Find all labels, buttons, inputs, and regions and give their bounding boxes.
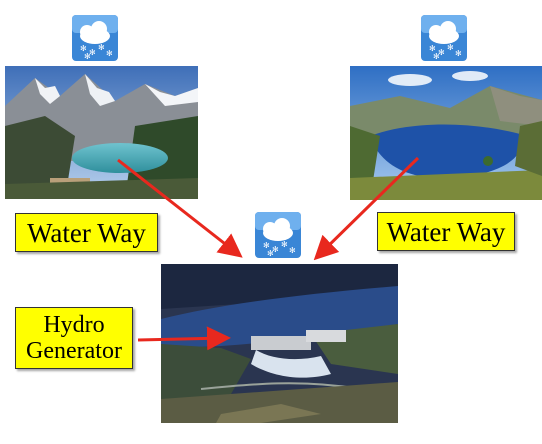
svg-text:✻: ✻ — [289, 246, 296, 255]
svg-text:✻: ✻ — [106, 49, 113, 58]
arrow-label-to-dam — [137, 326, 231, 351]
valley-lake-photo — [350, 66, 542, 200]
snow-cloud-icon: ✻✻✻✻✻ — [421, 15, 467, 61]
svg-text:✻: ✻ — [438, 48, 445, 57]
hydro-generator-line1: Hydro — [43, 312, 105, 338]
arrow-right-to-generator — [313, 156, 420, 261]
svg-text:✻: ✻ — [281, 240, 288, 249]
snow-cloud-icon: ✻✻✻✻✻ — [72, 15, 118, 61]
hydro-generator-label: Hydro Generator — [15, 307, 133, 369]
svg-text:✻: ✻ — [433, 52, 440, 61]
svg-text:✻: ✻ — [272, 245, 279, 254]
svg-text:✻: ✻ — [455, 49, 462, 58]
right-waterway-label: Water Way — [377, 212, 515, 251]
svg-text:✻: ✻ — [84, 52, 91, 61]
svg-text:✻: ✻ — [447, 43, 454, 52]
svg-text:✻: ✻ — [429, 44, 436, 53]
svg-text:✻: ✻ — [98, 43, 105, 52]
arrow-left-to-generator — [117, 158, 243, 258]
hydro-generator-line2: Generator — [26, 338, 122, 364]
svg-text:✻: ✻ — [89, 48, 96, 57]
snow-cloud-icon: ✻✻✻✻✻ — [255, 212, 301, 258]
svg-text:✻: ✻ — [80, 44, 87, 53]
svg-text:✻: ✻ — [263, 241, 270, 250]
hydro-dam-photo — [161, 264, 398, 423]
mountain-lake-photo — [5, 66, 198, 199]
left-waterway-label: Water Way — [15, 213, 158, 252]
svg-text:✻: ✻ — [267, 249, 274, 258]
